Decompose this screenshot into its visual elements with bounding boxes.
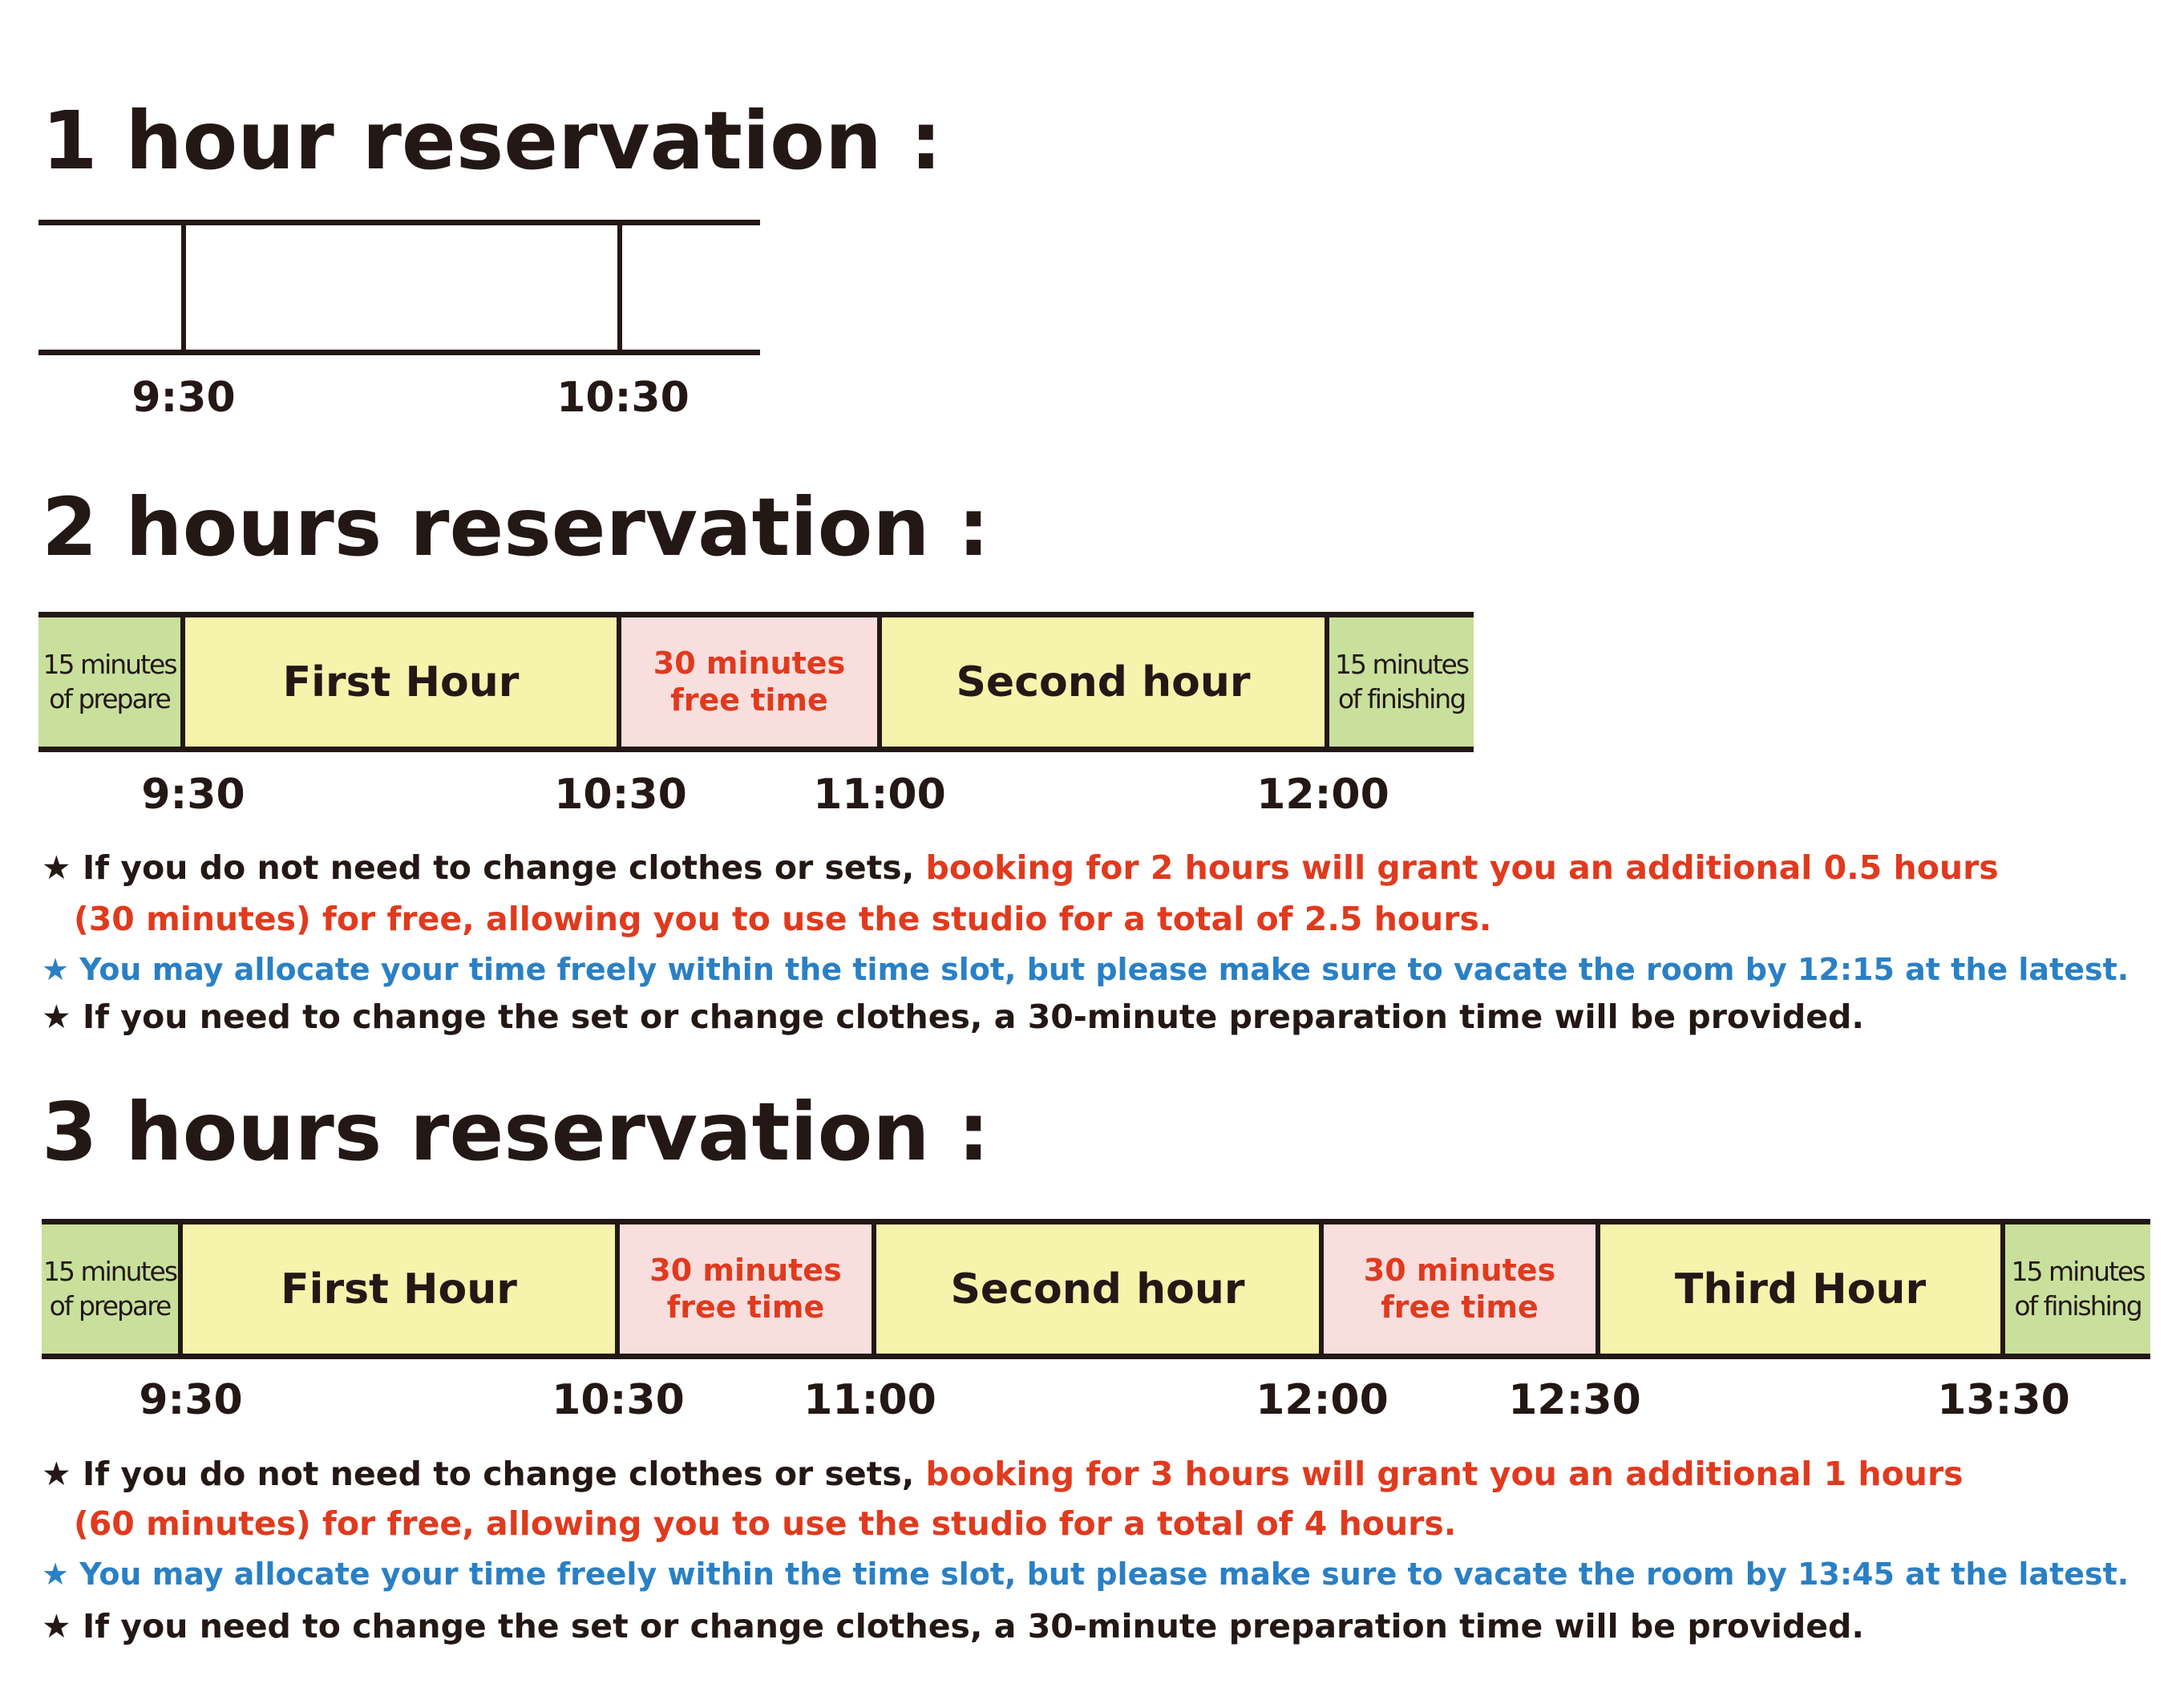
segment-label: Second hour [950, 1265, 1245, 1313]
note-highlight: booking for 2 hours will grant you an ad… [925, 848, 1999, 887]
timeline-bottom-line [38, 350, 760, 355]
segment-label: free time [1381, 1289, 1539, 1325]
third-hour-segment: Third Hour [1596, 1224, 2000, 1354]
segment-label: 30 minutes [653, 645, 846, 681]
note-free-time: ★ If you do not need to change clothes o… [42, 1458, 1964, 1491]
time-label: 9:30 [139, 1376, 243, 1424]
segment-label: of prepare [49, 1289, 172, 1322]
note-free-time-continued: (30 minutes) for free, allowing you to u… [74, 903, 1491, 936]
section3-title: 3 hours reservation : [42, 1085, 990, 1179]
segment-label: First Hour [281, 1265, 517, 1313]
free-time-segment: 30 minutes free time [617, 617, 877, 747]
finishing-segment: 15 minutes of finishing [2000, 1224, 2150, 1354]
note-free-time: ★ If you do not need to change clothes o… [42, 852, 1999, 884]
second-hour-segment: Second hour [877, 617, 1325, 747]
note-text: If you do not need to change clothes or … [71, 848, 926, 887]
segment-label: 30 minutes [649, 1252, 842, 1288]
timeline-top-line [38, 220, 760, 225]
segment-label: Third Hour [1674, 1265, 1927, 1313]
schedule-bar-2h: 15 minutes of prepare First Hour 30 minu… [38, 612, 1474, 752]
note-highlight: (30 minutes) for free, allowing you to u… [74, 900, 1492, 938]
segment-label: 30 minutes [1363, 1252, 1556, 1288]
section1-title: 1 hour reservation : [42, 94, 942, 188]
time-label: 13:30 [1937, 1376, 2070, 1424]
second-hour-segment: Second hour [872, 1224, 1319, 1354]
star-icon: ★ [42, 1455, 71, 1493]
segment-label: 15 minutes [1334, 648, 1470, 680]
time-label: 10:30 [552, 1376, 685, 1424]
free-time-segment: 30 minutes free time [615, 1224, 872, 1354]
note-preparation: ★ If you need to change the set or chang… [42, 998, 1864, 1036]
segment-label: of finishing [2014, 1289, 2142, 1322]
schedule-bar-3h: 15 minutes of prepare First Hour 30 minu… [42, 1219, 2150, 1359]
segment-label: 15 minutes [42, 648, 177, 680]
segment-label: 15 minutes [2011, 1255, 2146, 1287]
time-label: 12:00 [1256, 771, 1389, 819]
time-label: 10:30 [556, 374, 690, 422]
time-label: 11:00 [813, 771, 946, 819]
first-hour-segment: First Hour [178, 1224, 615, 1354]
section2-title: 2 hours reservation : [42, 480, 990, 574]
time-label: 10:30 [554, 771, 687, 819]
segment-label: 15 minutes [42, 1255, 178, 1287]
note-preparation: ★ If you need to change the set or chang… [42, 1607, 1864, 1645]
segment-label: of prepare [49, 682, 172, 714]
timeline-tick-end [617, 220, 622, 355]
time-label: 12:00 [1256, 1376, 1389, 1424]
note-vacate: ★ You may allocate your time freely with… [42, 952, 2129, 987]
finishing-segment: 15 minutes of finishing [1325, 617, 1474, 747]
time-label: 11:00 [803, 1376, 936, 1424]
note-text: If you do not need to change clothes or … [71, 1455, 926, 1493]
segment-label: First Hour [282, 658, 520, 706]
prepare-segment: 15 minutes of prepare [38, 617, 180, 747]
note-vacate: ★ You may allocate your time freely with… [42, 1556, 2129, 1592]
prepare-segment: 15 minutes of prepare [42, 1224, 178, 1354]
time-label: 12:30 [1508, 1376, 1641, 1424]
segment-label: of finishing [1337, 682, 1466, 714]
note-free-time-continued: (60 minutes) for free, allowing you to u… [74, 1508, 1456, 1540]
segment-label: free time [670, 682, 828, 718]
time-label: 9:30 [141, 771, 245, 819]
timeline-tick-start [181, 220, 186, 355]
time-label: 9:30 [131, 374, 236, 422]
segment-label: free time [666, 1289, 825, 1325]
note-highlight: (60 minutes) for free, allowing you to u… [74, 1504, 1457, 1543]
star-icon: ★ [42, 848, 71, 887]
segment-label: Second hour [956, 658, 1251, 706]
free-time-segment: 30 minutes free time [1319, 1224, 1596, 1354]
note-highlight: booking for 3 hours will grant you an ad… [925, 1455, 1964, 1493]
first-hour-segment: First Hour [180, 617, 617, 747]
